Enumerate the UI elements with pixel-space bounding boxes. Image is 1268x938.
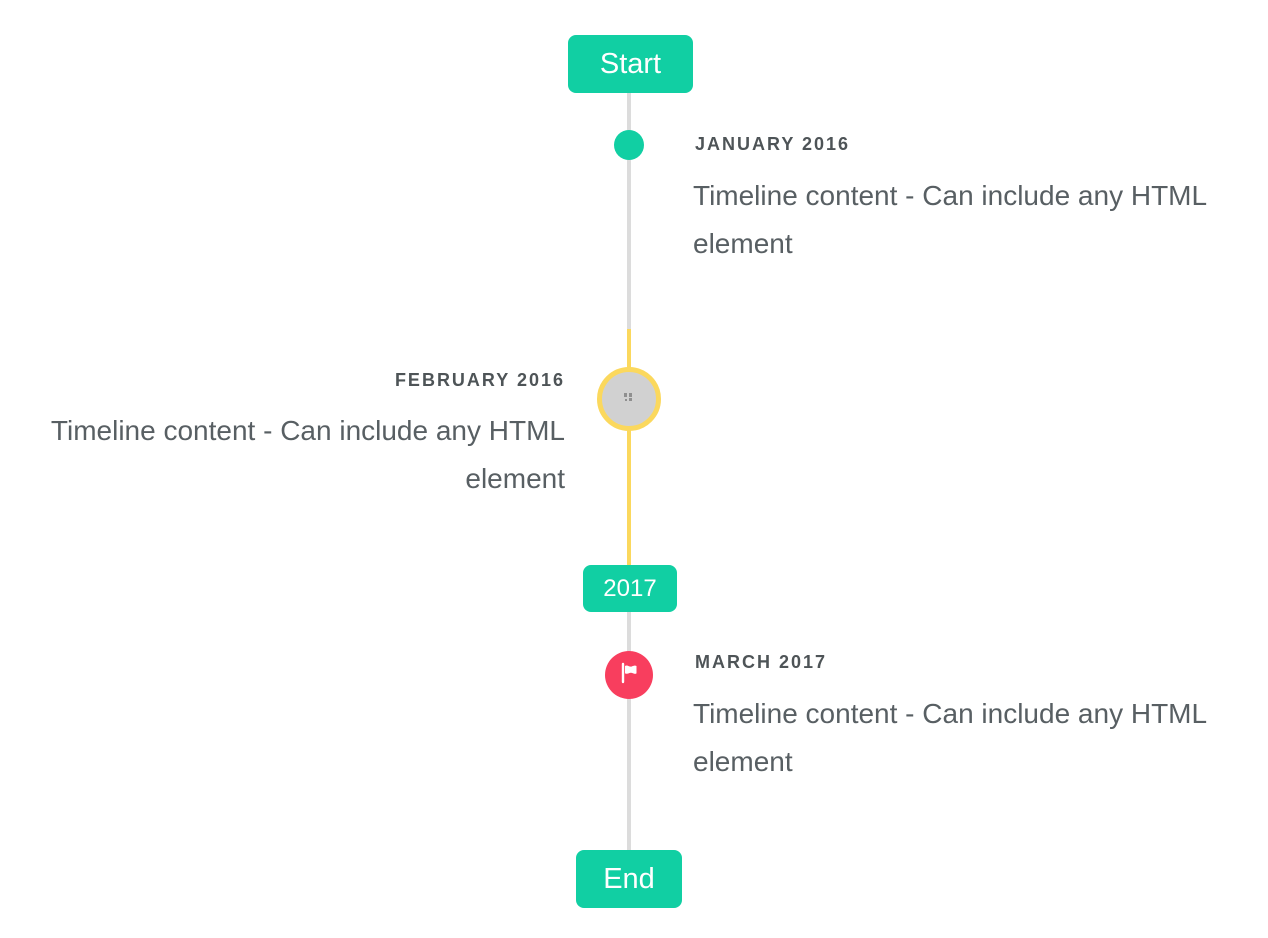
- timeline-line-segment-gray-top: [627, 92, 631, 329]
- item-content-february-2016: Timeline content - Can include any HTML …: [50, 415, 565, 494]
- item-date-march-2017: MARCH 2017: [695, 652, 828, 672]
- timeline-marker-image-circle: [597, 367, 661, 431]
- timeline-year-badge: 2017: [583, 565, 677, 612]
- timeline-marker-flag-circle: [605, 651, 653, 699]
- timeline-start-badge: Start: [568, 35, 693, 93]
- broken-image-icon: [621, 390, 637, 409]
- item-date-january-2016: JANUARY 2016: [695, 134, 851, 154]
- item-content-january-2016: Timeline content - Can include any HTML …: [693, 180, 1207, 259]
- item-date-february-2016: FEBRUARY 2016: [394, 370, 565, 390]
- item-content-march-2017: Timeline content - Can include any HTML …: [693, 698, 1207, 777]
- timeline-line-segment-gray-bottom: [627, 612, 631, 852]
- flag-icon: [617, 661, 641, 690]
- timeline-marker-dot: [614, 130, 644, 160]
- timeline-line-segment-yellow: [627, 329, 631, 567]
- timeline-end-badge: End: [576, 850, 682, 908]
